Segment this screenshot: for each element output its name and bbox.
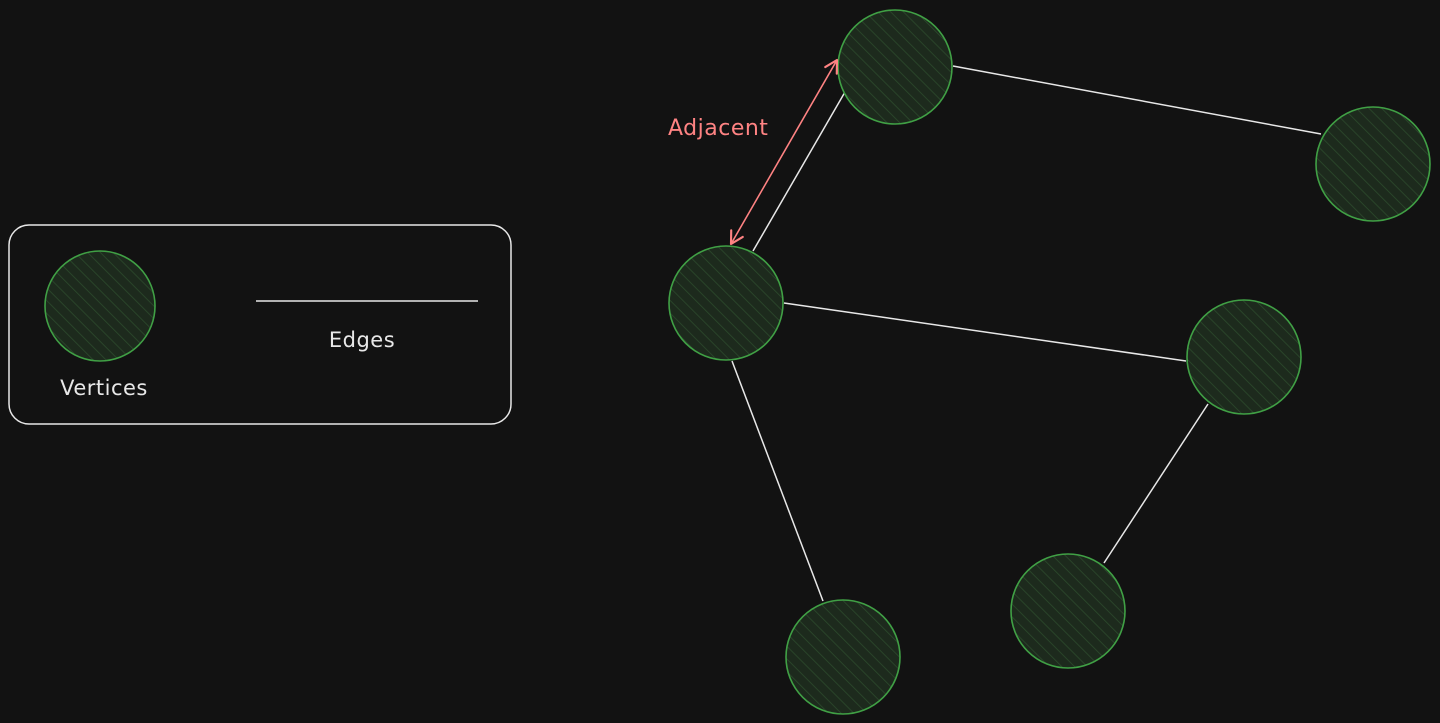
vertex-top <box>837 9 953 125</box>
legend-frame <box>8 224 512 425</box>
legend: Vertices Edges <box>8 224 512 425</box>
adjacent-annotation: Adjacent <box>668 58 839 246</box>
adjacent-arrow <box>729 58 839 246</box>
vertex-center <box>668 245 784 361</box>
vertex-bottom-right <box>1010 553 1126 669</box>
legend-vertex-label: Vertices <box>60 376 148 400</box>
legend-edge-label: Edges <box>329 328 395 352</box>
edge-center-to-mid-right <box>783 302 1187 362</box>
edge-mid-right-to-bottom-right <box>1103 403 1209 564</box>
edge-center-to-bottom <box>731 360 824 602</box>
legend-vertex-sample <box>44 250 156 362</box>
graph-vertices <box>668 9 1431 715</box>
edge-top-to-right <box>952 65 1322 135</box>
adjacent-label: Adjacent <box>668 116 768 141</box>
vertex-mid-right <box>1186 299 1302 415</box>
vertex-right <box>1315 106 1431 222</box>
vertex-bottom <box>785 599 901 715</box>
